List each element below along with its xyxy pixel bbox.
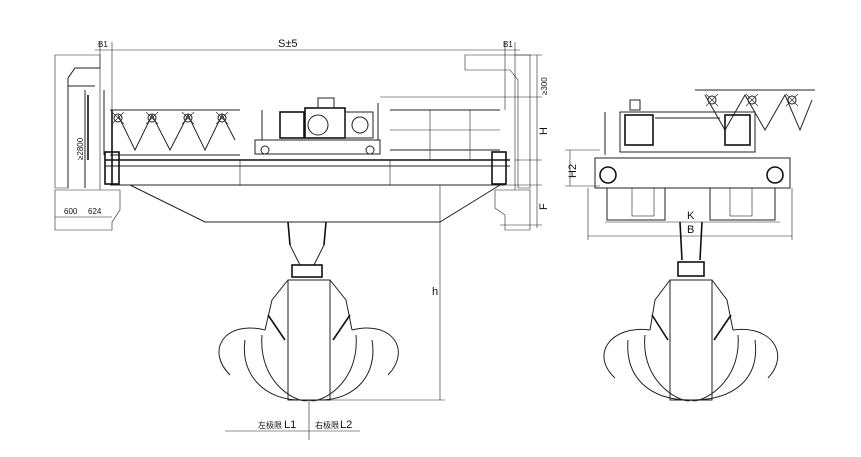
limit-dimension [225, 400, 360, 440]
bridge-girder [105, 159, 510, 223]
side-view: K B [565, 89, 815, 402]
walkway-railing-left [110, 109, 240, 185]
wheel-gauge-label: K [687, 210, 695, 222]
h2-dimension [565, 149, 600, 187]
height-h-label: H [538, 127, 550, 135]
height-h2-label: H2 [567, 164, 579, 178]
height-dimensions [380, 54, 542, 228]
right-limit-label: 右极限 [315, 420, 339, 430]
grab-bucket-side [603, 221, 779, 402]
top-clearance-label: ≥300 [540, 77, 549, 95]
b1-left-label: B1 [98, 40, 108, 49]
width-b-label: B [687, 224, 694, 236]
lift-height-dimension: h [330, 185, 445, 401]
walkway-railing-right [104, 109, 507, 185]
span-label: S±5 [278, 38, 298, 50]
left-limit-label: 左极限 [258, 420, 282, 430]
right-limit-value: L2 [340, 419, 352, 431]
trolley-side [604, 99, 756, 155]
side-clearance-label: ≥2800 [76, 137, 85, 160]
b1-right-label: B1 [503, 40, 513, 49]
height-f-label: F [538, 203, 550, 210]
span-dimension [95, 42, 520, 190]
lift-height-label: h [432, 286, 438, 298]
rail-offset-600: 600 [64, 207, 78, 216]
left-building-wall [54, 54, 121, 231]
right-building-wall [464, 54, 531, 231]
grab-bucket-front [218, 221, 399, 402]
front-view: h [54, 42, 531, 440]
width-dimensions: K B [587, 188, 793, 240]
left-limit-value: L1 [284, 419, 296, 431]
rail-offset-624: 624 [88, 207, 102, 216]
trolley [254, 97, 381, 155]
end-carriage [594, 157, 791, 221]
